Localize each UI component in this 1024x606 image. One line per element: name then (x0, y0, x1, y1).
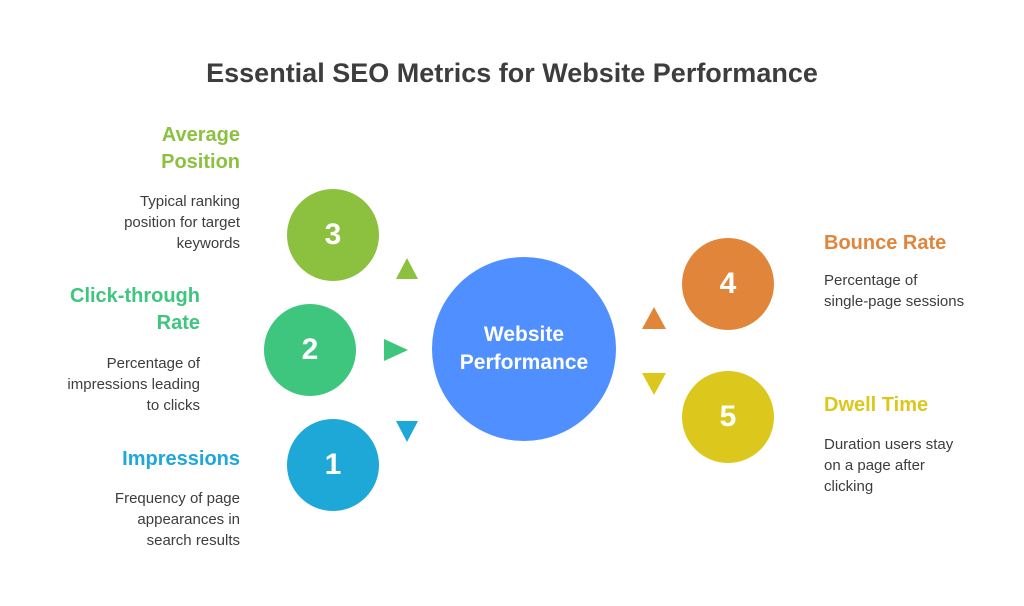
metric-3-description-line-2: position for target (124, 214, 240, 231)
metric-2-description-line-1: Percentage of (106, 355, 200, 372)
metric-4-description-line-2: single-page sessions (824, 293, 965, 310)
center-label-line-1: Website (483, 323, 565, 346)
metric-2-heading-line-2: Rate (156, 312, 200, 334)
metric-5-heading: Dwell Time (824, 394, 929, 416)
metric-3-heading-line-2: Position (161, 151, 240, 173)
metric-4-pointer-arrow (642, 307, 666, 329)
metric-3-heading-line-1: Average (161, 124, 240, 146)
metric-5-pointer-arrow (642, 373, 666, 395)
metric-4-description: Percentage of single-page sessions (824, 270, 1019, 312)
center-circle: Website Performance (432, 257, 616, 441)
metric-3-description: Typical ranking position for target keyw… (40, 191, 240, 254)
center-label-line-2: Performance (459, 351, 589, 374)
metric-5-description: Duration users stay on a page after clic… (824, 434, 1019, 497)
metric-2-pointer-arrow (384, 339, 408, 361)
metric-1-description-line-1: Frequency of page (114, 490, 240, 507)
metric-5-number-circle: 5 (682, 371, 774, 463)
metric-2-description-line-2: impressions leading (67, 376, 200, 393)
metric-5-description-line-1: Duration users stay (824, 436, 954, 453)
page-title: Essential SEO Metrics for Website Perfor… (206, 58, 818, 88)
metric-2-heading-line-1: Click-through (70, 285, 200, 307)
metric-2-heading: Click-through Rate (20, 283, 200, 337)
metric-1-description-line-2: appearances in (137, 511, 240, 528)
metric-2-description: Percentage of impressions leading to cli… (0, 353, 200, 416)
metric-1-number-circle: 1 (287, 419, 379, 511)
metric-4-heading: Bounce Rate (824, 232, 947, 254)
metric-1-description: Frequency of page appearances in search … (40, 488, 240, 551)
metric-3-pointer-arrow (396, 258, 418, 279)
metric-1-description-line-3: search results (146, 532, 240, 549)
metric-5-description-line-2: on a page after (824, 457, 925, 474)
metric-2-description-line-3: to clicks (146, 397, 200, 414)
metric-3-description-line-1: Typical ranking (139, 193, 240, 210)
metric-4-number-circle: 4 (682, 238, 774, 330)
metric-4-description-line-1: Percentage of (824, 272, 918, 289)
metric-3-number-circle: 3 (287, 189, 379, 281)
metric-2-number-circle: 2 (264, 304, 356, 396)
metric-3-description-line-3: keywords (176, 235, 240, 252)
metric-5-description-line-3: clicking (824, 478, 874, 495)
metric-1-pointer-arrow (396, 421, 418, 442)
metric-3-heading: Average Position (60, 122, 240, 176)
metric-1-heading: Impressions (122, 448, 240, 470)
